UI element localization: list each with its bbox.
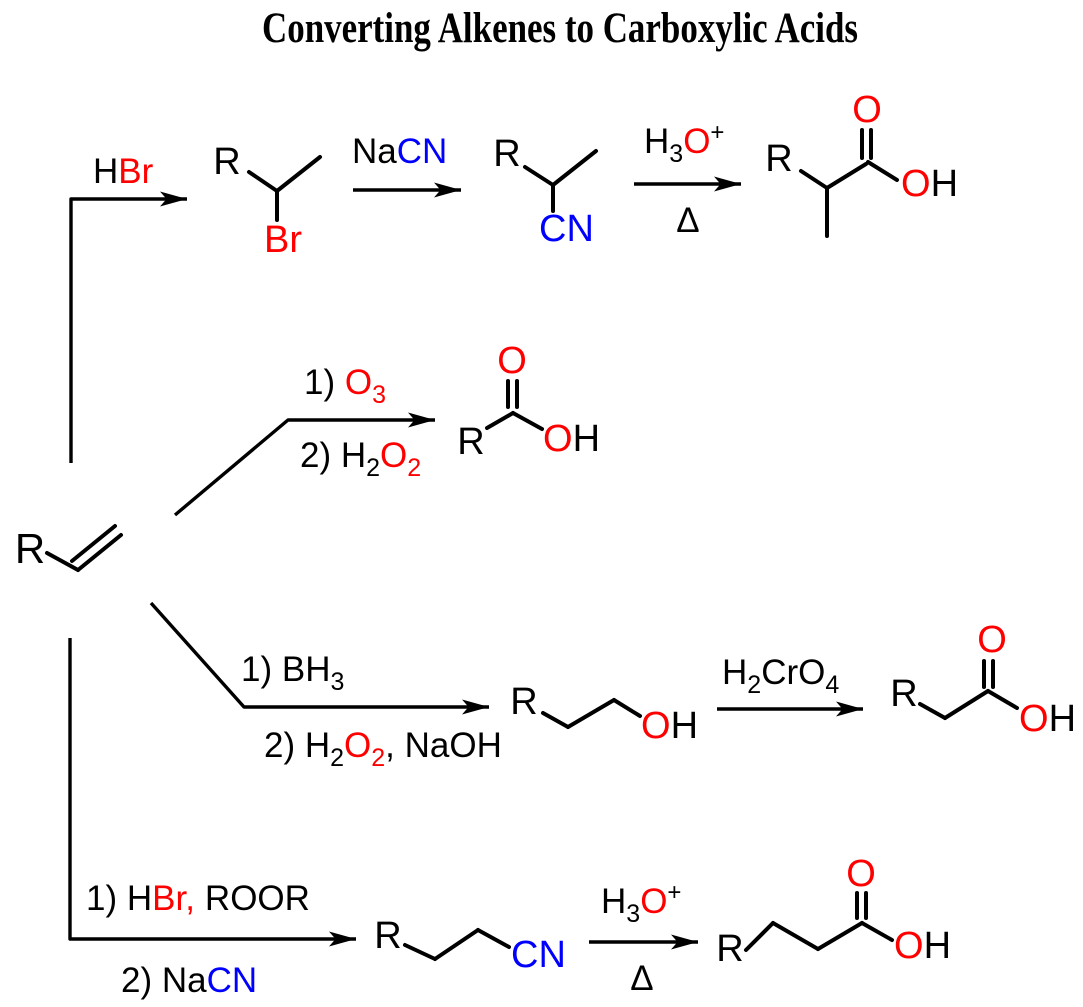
atom-label-r: R <box>890 673 917 715</box>
molecule-acid-linear: R O OH <box>890 619 1076 740</box>
atom-label-o: O <box>977 619 1007 661</box>
molecule-nitrile-branched: R CN <box>493 133 598 250</box>
bond <box>866 160 899 182</box>
atom-label-r: R <box>374 915 401 957</box>
reaction-arrow <box>149 601 489 715</box>
bond <box>943 689 990 720</box>
bond <box>918 702 947 720</box>
reagent-hydronium-2: H3O+ <box>601 879 681 928</box>
bond <box>511 411 544 431</box>
reagent-nacn: NaCN <box>352 132 447 171</box>
atom-label-r: R <box>213 141 240 183</box>
bond <box>541 711 570 729</box>
bond <box>476 928 511 949</box>
atom-label-cn: CN <box>511 934 566 976</box>
reagent-hydrogen-peroxide: 2) H2O2 <box>300 436 421 482</box>
bond <box>799 169 829 190</box>
bond <box>433 928 480 961</box>
molecule-nitrile-linear: R CN <box>374 915 566 976</box>
atom-label-r: R <box>716 928 743 970</box>
bond <box>986 689 1019 710</box>
reaction-arrow <box>68 638 356 947</box>
atom-label-cn: CN <box>539 208 594 250</box>
pathway-hydroboration: 1) BH3 2) H2O2, NaOH R OH H2CrO4 R O OH <box>149 601 1076 772</box>
bond <box>485 411 515 430</box>
reagent-hydronium: H3O+ <box>644 119 724 168</box>
bond <box>825 162 868 190</box>
molecule-acid-simple: R O OH <box>457 340 600 463</box>
atom-label-r: R <box>457 421 484 463</box>
molecule-alkyl-bromide: R Br <box>213 141 322 261</box>
atom-label-r: R <box>15 525 45 572</box>
pathway-hydrohalogenation: HBr R Br NaCN R CN H3O+ Δ R <box>69 89 958 463</box>
bond <box>45 551 80 572</box>
pathway-anti-markovnikov: 1) HBr,ROOR 2) NaCN R CN H3O+ Δ R O OH <box>68 638 951 1000</box>
atom-label-oh: OH <box>543 418 600 460</box>
bond <box>744 921 775 952</box>
bond <box>551 149 598 187</box>
reagent-borane: 1) BH3 <box>241 650 344 696</box>
reaction-arrow <box>69 191 187 463</box>
molecule-alcohol: R OH <box>510 681 698 747</box>
reagent-hbr: HBr <box>93 152 154 191</box>
atom-label-o: O <box>497 340 527 382</box>
bond <box>403 943 437 961</box>
bond <box>247 170 279 193</box>
reagent-nacn-2: 2) NaCN <box>121 961 257 1000</box>
atom-label-br: Br <box>264 219 302 261</box>
page-title: Converting Alkenes to Carboxylic Acids <box>262 5 858 52</box>
reagent-heat-delta: Δ <box>676 201 699 240</box>
atom-label-oh: OH <box>901 163 958 205</box>
bond <box>816 921 864 951</box>
reagent-hbr-roor: 1) HBr,ROOR <box>86 879 310 918</box>
bond <box>76 533 123 572</box>
reagent-chromic-acid: H2CrO4 <box>722 653 839 699</box>
atom-label-r: R <box>510 681 537 723</box>
atom-label-r: R <box>493 133 520 175</box>
molecule-alkene: R <box>15 524 123 572</box>
double-bond <box>70 524 117 563</box>
atom-label-oh: OH <box>894 925 951 967</box>
bond <box>612 698 642 718</box>
molecule-acid-final: R O OH <box>716 853 951 970</box>
reagent-ozone: 1) O3 <box>304 363 386 409</box>
atom-label-oh: OH <box>641 705 698 747</box>
bond <box>523 165 555 187</box>
bond <box>771 921 820 951</box>
bond <box>860 921 894 942</box>
atom-label-r: R <box>765 138 792 180</box>
pathway-ozonolysis: 1) O3 2) H2O2 R O OH <box>173 340 600 517</box>
reaction-arrow <box>173 412 435 517</box>
reagent-heat-delta-2: Δ <box>630 959 653 998</box>
molecule-acid-branched: R O OH <box>765 89 958 238</box>
bond <box>275 155 322 193</box>
atom-label-o: O <box>846 853 876 895</box>
reagent-peroxide-naoh: 2) H2O2, NaOH <box>264 726 502 772</box>
bond <box>566 698 616 729</box>
atom-label-oh: OH <box>1019 698 1076 740</box>
atom-label-o: O <box>852 89 882 131</box>
